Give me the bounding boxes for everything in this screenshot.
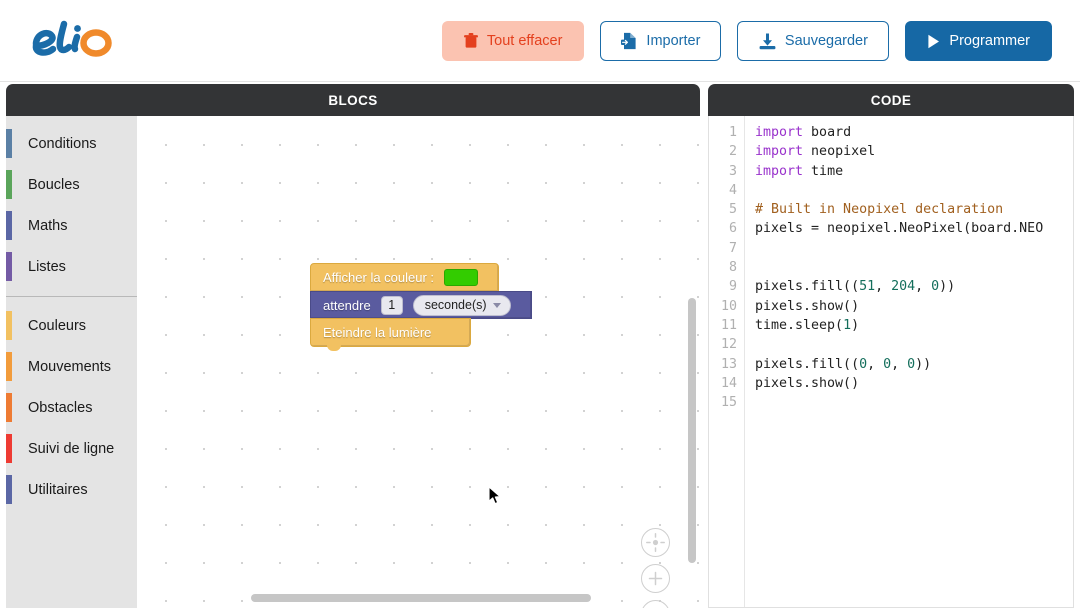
toolbox-item-label: Listes (28, 258, 66, 275)
category-color-bar (6, 434, 12, 463)
block-label: Afficher la couleur : (323, 270, 435, 285)
code-content[interactable]: import board import neopixel import time… (755, 125, 1044, 391)
file-import-icon (621, 32, 637, 50)
code-line-number: 4 (728, 182, 737, 198)
save-label: Sauvegarder (784, 33, 868, 49)
category-color-bar (6, 475, 12, 504)
toolbox-item-conditions[interactable]: Conditions (6, 123, 137, 164)
toolbox-item-maths[interactable]: Maths (6, 205, 137, 246)
program-button[interactable]: Programmer (905, 21, 1052, 61)
toolbox-item-label: Suivi de ligne (28, 440, 115, 457)
unit-dropdown-label: seconde(s) (424, 298, 487, 312)
blocks-panel-header: BLOCS (6, 84, 700, 116)
clear-all-button[interactable]: Tout effacer (441, 21, 585, 61)
target-icon (646, 533, 665, 552)
code-line-number: 14 (720, 375, 737, 391)
zoom-out-button[interactable] (641, 600, 670, 608)
import-button[interactable]: Importer (600, 21, 722, 61)
toolbox-item-label: Mouvements (28, 358, 112, 375)
toolbox-item-listes[interactable]: Listes (6, 246, 137, 287)
blocks-panel: BLOCS Conditions Boucles Maths (6, 84, 700, 608)
plus-icon (648, 571, 663, 586)
unit-dropdown-field[interactable]: seconde(s) (412, 294, 511, 316)
zoom-in-button[interactable] (641, 564, 670, 593)
code-line-number: 15 (720, 395, 737, 411)
toolbox-item-label: Conditions (28, 135, 97, 152)
toolbar: Tout effacer Importer (441, 21, 1052, 61)
duration-number-field[interactable]: 1 (380, 295, 403, 315)
block-label: attendre (323, 297, 371, 313)
category-color-bar (6, 252, 12, 281)
workspace-vertical-scrollbar[interactable] (688, 298, 696, 563)
blockly-workspace[interactable]: Afficher la couleur : attendre 1 seconde… (137, 116, 700, 608)
code-line-number: 3 (728, 163, 737, 179)
block-afficher-la-couleur[interactable]: Afficher la couleur : (310, 263, 499, 292)
code-line-number: 7 (728, 240, 737, 256)
toolbox-item-label: Boucles (28, 176, 80, 193)
toolbox-item-suivi-de-ligne[interactable]: Suivi de ligne (6, 428, 137, 469)
recenter-button[interactable] (641, 528, 670, 557)
category-color-bar (6, 393, 12, 422)
code-line-number: 10 (720, 298, 737, 314)
toolbox-item-boucles[interactable]: Boucles (6, 164, 137, 205)
category-color-bar (6, 211, 12, 240)
blocks-panel-body: Conditions Boucles Maths Listes C (6, 116, 700, 608)
block-label: Eteindre la lumière (323, 325, 432, 340)
code-line-number: 5 (728, 202, 737, 218)
toolbox-item-mouvements[interactable]: Mouvements (6, 346, 137, 387)
program-label: Programmer (949, 33, 1030, 49)
download-icon (759, 33, 776, 50)
code-line-number: 13 (720, 356, 737, 372)
code-line-number: 6 (728, 221, 737, 237)
code-panel-header: CODE (708, 84, 1074, 116)
toolbox-item-obstacles[interactable]: Obstacles (6, 387, 137, 428)
blockly-toolbox: Conditions Boucles Maths Listes C (6, 116, 137, 608)
code-line-number: 1 (728, 125, 737, 140)
chevron-down-icon (492, 302, 501, 308)
code-line-number: 12 (720, 337, 737, 353)
code-line-number: 8 (728, 260, 737, 276)
toolbox-item-label: Utilitaires (28, 481, 88, 498)
category-color-bar (6, 129, 12, 158)
block-stack[interactable]: Afficher la couleur : attendre 1 seconde… (310, 263, 532, 351)
colour-swatch-field[interactable] (444, 269, 479, 286)
elio-logo[interactable] (26, 16, 116, 64)
trash-icon (463, 33, 478, 49)
toolbox-item-couleurs[interactable]: Couleurs (6, 305, 137, 346)
block-connector-nub (327, 345, 341, 351)
category-color-bar (6, 352, 12, 381)
toolbox-item-utilitaires[interactable]: Utilitaires (6, 469, 137, 510)
code-line-number: 9 (728, 279, 737, 295)
toolbox-item-label: Maths (28, 217, 68, 234)
top-bar: Tout effacer Importer (0, 0, 1080, 82)
toolbox-item-label: Couleurs (28, 317, 87, 334)
workspace-horizontal-scrollbar[interactable] (251, 594, 591, 602)
blocks-panel-title: BLOCS (328, 92, 378, 108)
category-color-bar (6, 170, 12, 199)
code-panel-title: CODE (870, 92, 912, 108)
toolbox-item-label: Obstacles (28, 399, 93, 416)
block-eteindre-la-lumiere[interactable]: Eteindre la lumière (310, 318, 471, 351)
category-color-bar (6, 311, 12, 340)
save-button[interactable]: Sauvegarder (737, 21, 890, 61)
code-line-number: 2 (728, 144, 737, 160)
play-icon (927, 34, 940, 49)
clear-all-label: Tout effacer (486, 33, 563, 49)
code-line-number: 11 (720, 317, 737, 333)
toolbox-separator (6, 296, 137, 297)
import-label: Importer (646, 33, 701, 49)
mouse-cursor (488, 486, 502, 511)
block-attendre[interactable]: attendre 1 seconde(s) (310, 291, 532, 319)
